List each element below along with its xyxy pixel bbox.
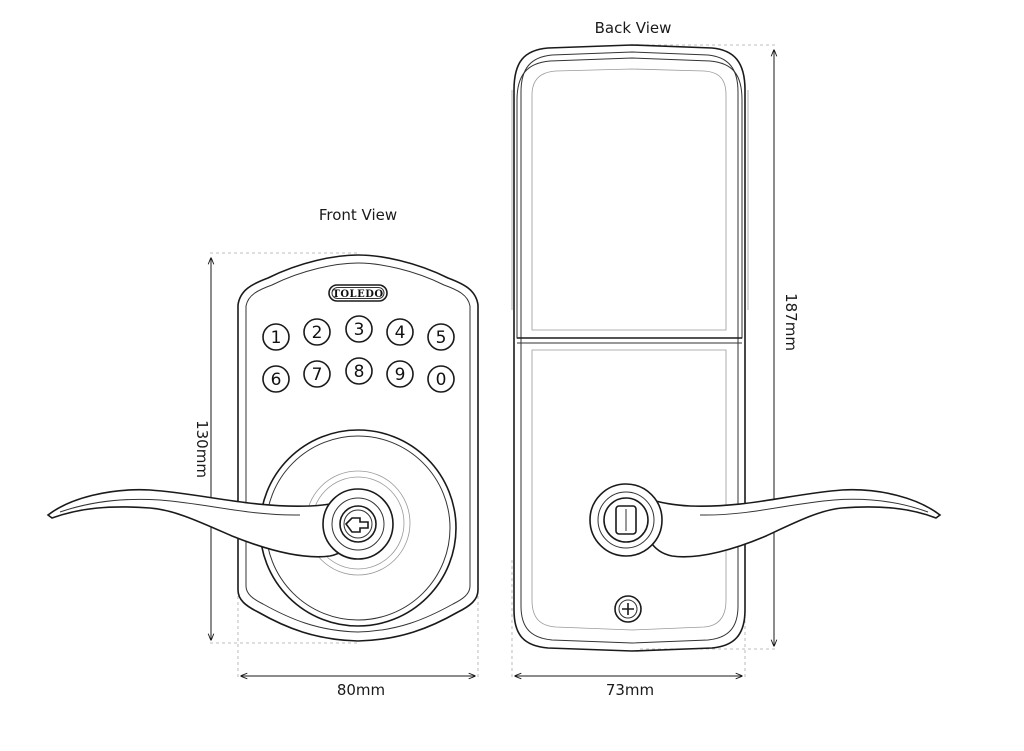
keypad-key-3[interactable]: 3 — [345, 315, 373, 343]
back-extension-lines — [511, 44, 776, 680]
keypad-key-9[interactable]: 9 — [386, 360, 414, 388]
svg-text:1: 1 — [271, 328, 282, 348]
back-lower-panel — [531, 349, 727, 631]
thumb-turn[interactable] — [589, 483, 663, 557]
mounting-screw-icon — [614, 595, 642, 623]
svg-text:7: 7 — [312, 365, 323, 385]
front-height-label: 130mm — [193, 420, 211, 478]
back-housing — [513, 44, 746, 652]
svg-text:9: 9 — [395, 365, 406, 385]
svg-text:4: 4 — [395, 323, 406, 343]
front-escutcheon — [237, 254, 479, 642]
back-view-title: Back View — [595, 19, 672, 37]
svg-text:2: 2 — [312, 323, 323, 343]
svg-text:8: 8 — [354, 362, 365, 382]
battery-cover — [511, 57, 749, 344]
keypad-key-6[interactable]: 6 — [262, 365, 290, 393]
keypad-key-8[interactable]: 8 — [345, 357, 373, 385]
keypad-key-1[interactable]: 1 — [262, 323, 290, 351]
front-view-title: Front View — [319, 206, 397, 224]
svg-text:3: 3 — [354, 320, 365, 340]
svg-text:5: 5 — [436, 328, 447, 348]
back-height-label: 187mm — [782, 293, 800, 351]
svg-text:0: 0 — [436, 370, 447, 390]
brand-logo-text: TOLEDO — [332, 289, 383, 300]
keypad-key-5[interactable]: 5 — [427, 323, 455, 351]
front-width-label: 80mm — [337, 681, 385, 699]
keypad-key-4[interactable]: 4 — [386, 318, 414, 346]
front-extension-lines — [210, 252, 479, 680]
back-lever-handle[interactable] — [644, 488, 942, 558]
key-cylinder — [322, 488, 394, 560]
keypad-key-2[interactable]: 2 — [303, 318, 331, 346]
keypad-key-7[interactable]: 7 — [303, 360, 331, 388]
brand-logo: TOLEDO — [328, 284, 388, 302]
keypad-key-0[interactable]: 0 — [427, 365, 455, 393]
back-width-label: 73mm — [606, 681, 654, 699]
front-lever-handle[interactable] — [46, 488, 358, 558]
keypad: 1 2 3 4 5 6 7 8 9 0 — [262, 315, 455, 393]
svg-text:6: 6 — [271, 370, 282, 390]
